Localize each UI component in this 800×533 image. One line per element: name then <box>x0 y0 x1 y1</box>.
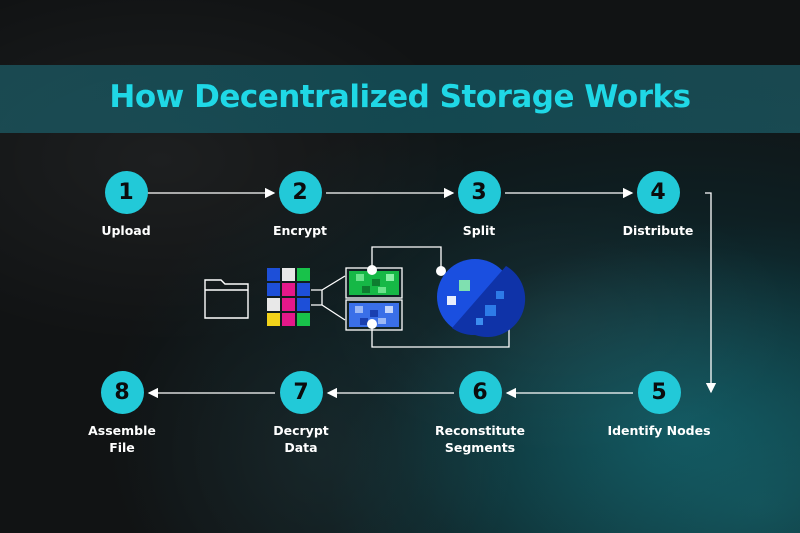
step-4-label: Distribute <box>622 223 694 238</box>
step-4-number: 4 <box>636 171 680 214</box>
step-7: 7 Decrypt Data <box>241 371 361 456</box>
step-7-label-line2: Data <box>284 440 318 455</box>
step-2: 2 Encrypt <box>240 171 360 239</box>
step-6-number: 6 <box>458 371 502 414</box>
step-8: 8 Assemble File <box>62 371 182 456</box>
split-segments-icon <box>345 265 403 331</box>
step-1-label: Upload <box>101 223 151 238</box>
step-3: 3 Split <box>419 171 539 239</box>
step-5-number: 5 <box>637 371 681 414</box>
folder-icon <box>204 279 249 319</box>
page-title: How Decentralized Storage Works <box>109 79 691 115</box>
step-1: 1 Upload <box>66 171 186 239</box>
step-7-number: 7 <box>279 371 323 414</box>
arrow-4-5 <box>705 192 717 394</box>
step-8-label-line2: File <box>109 440 135 455</box>
step-5: 5 Identify Nodes <box>599 371 719 439</box>
step-6-label-line2: Segments <box>444 440 516 455</box>
step-2-label: Encrypt <box>272 223 328 238</box>
title-band <box>0 65 800 133</box>
step-5-label: Identify Nodes <box>607 423 711 438</box>
step-8-label-line1: Assemble <box>88 423 156 438</box>
encrypted-blocks-icon <box>267 268 310 326</box>
step-3-number: 3 <box>457 171 501 214</box>
step-6: 6 Reconstitute Segments <box>420 371 540 456</box>
step-1-number: 1 <box>104 171 148 214</box>
step-8-label: Assemble File <box>62 422 182 456</box>
node-network-icon <box>437 259 526 337</box>
step-7-label: Decrypt Data <box>241 422 361 456</box>
step-8-number: 8 <box>100 371 144 414</box>
distribute-connector <box>371 246 510 348</box>
step-2-number: 2 <box>278 171 322 214</box>
step-4: 4 Distribute <box>598 171 718 239</box>
step-6-label-line1: Reconstitute <box>434 423 526 438</box>
split-connector <box>311 275 346 321</box>
step-6-label: Reconstitute Segments <box>420 422 540 456</box>
step-3-label: Split <box>462 223 496 238</box>
step-7-label-line1: Decrypt <box>273 423 329 438</box>
